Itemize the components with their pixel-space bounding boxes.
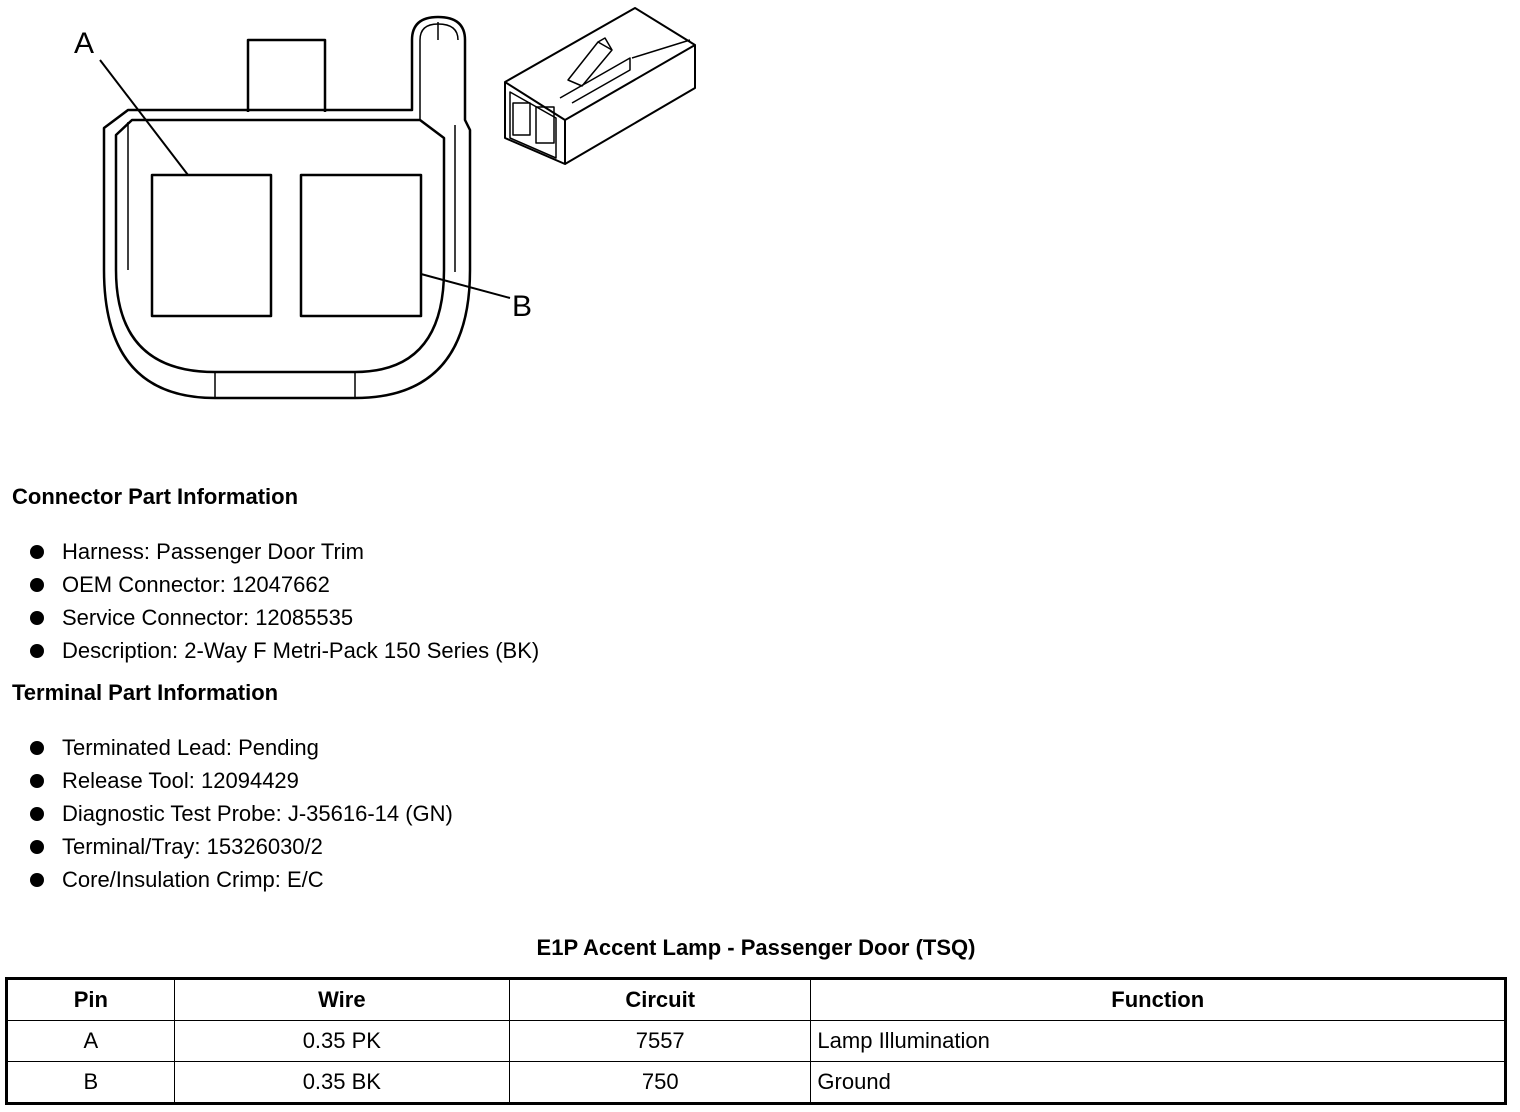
connector-info-heading: Connector Part Information [12, 484, 299, 509]
list-item: Core/Insulation Crimp: E/C [28, 863, 453, 896]
table-row: A 0.35 PK 7557 Lamp Illumination [6, 1020, 1506, 1062]
list-item: Terminated Lead: Pending [28, 731, 453, 764]
column-header-wire: Wire [173, 978, 510, 1021]
table-row: B 0.35 BK 750 Ground [6, 1061, 1506, 1104]
callout-a-label: A [74, 27, 94, 60]
pin-table: Pin Wire Circuit Function A 0.35 PK 7557… [5, 977, 1507, 1105]
list-item: Service Connector: 12085535 [28, 601, 539, 634]
terminal-lead: Terminated Lead: Pending [62, 735, 319, 760]
bullet-icon [30, 644, 44, 658]
callout-a-leader [99, 59, 189, 176]
cell-pin: A [6, 1020, 175, 1062]
bullet-icon [30, 873, 44, 887]
callout-b-label: B [512, 290, 532, 323]
connector-info-list: Harness: Passenger Door Trim OEM Connect… [28, 535, 539, 667]
terminal-release-tool: Release Tool: 12094429 [62, 768, 299, 793]
connector-body-outline [102, 15, 472, 400]
table-title: E1P Accent Lamp - Passenger Door (TSQ) [536, 935, 976, 960]
cell-function: Ground [810, 1061, 1506, 1104]
connector-harness: Harness: Passenger Door Trim [62, 539, 364, 564]
cell-function: Lamp Illumination [810, 1020, 1506, 1062]
cell-pin: B [6, 1061, 175, 1104]
table-header-row: Pin Wire Circuit Function [6, 978, 1506, 1021]
cell-circuit: 750 [508, 1061, 812, 1104]
terminal-test-probe: Diagnostic Test Probe: J-35616-14 (GN) [62, 801, 453, 826]
connector-body-inner [114, 118, 446, 374]
connector-latch [246, 38, 327, 112]
terminal-tray: Terminal/Tray: 15326030/2 [62, 834, 323, 859]
cell-circuit: 7557 [508, 1020, 812, 1062]
bullet-icon [30, 611, 44, 625]
terminal-cavity-b [299, 173, 423, 318]
bullet-icon [30, 578, 44, 592]
bullet-icon [30, 741, 44, 755]
bullet-icon [30, 807, 44, 821]
terminal-crimp: Core/Insulation Crimp: E/C [62, 867, 324, 892]
list-item: Harness: Passenger Door Trim [28, 535, 539, 568]
terminal-cavity-a [150, 173, 273, 318]
cell-wire: 0.35 PK [173, 1020, 510, 1062]
list-item: Description: 2-Way F Metri-Pack 150 Seri… [28, 634, 539, 667]
bullet-icon [30, 545, 44, 559]
callout-b-leader [420, 273, 511, 299]
connector-service: Service Connector: 12085535 [62, 605, 354, 630]
bullet-icon [30, 774, 44, 788]
list-item: Diagnostic Test Probe: J-35616-14 (GN) [28, 797, 453, 830]
terminal-info-list: Terminated Lead: Pending Release Tool: 1… [28, 731, 453, 896]
column-header-pin: Pin [6, 978, 175, 1021]
terminal-info-heading: Terminal Part Information [12, 680, 279, 705]
connector-isometric-view [504, 7, 696, 165]
cell-wire: 0.35 BK [173, 1061, 510, 1104]
connector-oem: OEM Connector: 12047662 [62, 572, 330, 597]
bullet-icon [30, 840, 44, 854]
list-item: Release Tool: 12094429 [28, 764, 453, 797]
connector-description: Description: 2-Way F Metri-Pack 150 Seri… [62, 638, 540, 663]
column-header-circuit: Circuit [508, 978, 812, 1021]
list-item: OEM Connector: 12047662 [28, 568, 539, 601]
column-header-function: Function [810, 978, 1506, 1021]
list-item: Terminal/Tray: 15326030/2 [28, 830, 453, 863]
connector-diagram: A B [74, 7, 696, 400]
